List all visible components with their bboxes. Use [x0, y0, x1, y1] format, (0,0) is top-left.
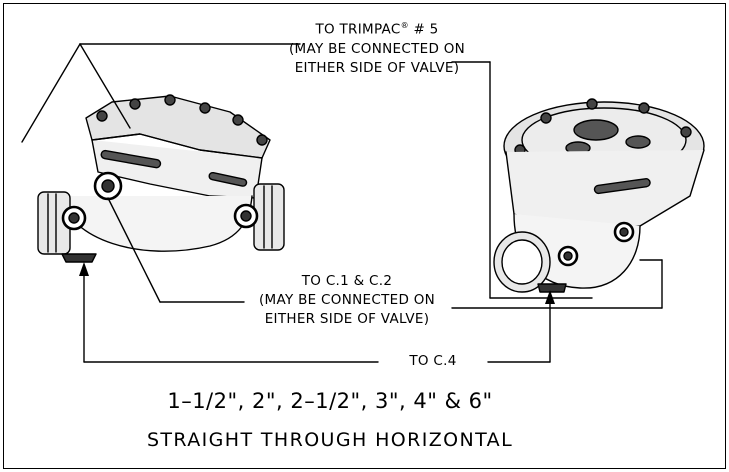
callout-trimpac: TO TRIMPAC® # 5 (MAY BE CONNECTED ON EIT…	[289, 16, 465, 78]
registered-mark: ®	[400, 21, 409, 30]
callout-c1-c2: TO C.1 & C.2 (MAY BE CONNECTED ON EITHER…	[259, 272, 435, 329]
callout-c1-c2-line1: TO C.1 & C.2	[301, 273, 393, 289]
leader-c4	[83, 267, 551, 363]
drawing-title: STRAIGHT THROUGH HORIZONTAL	[146, 429, 514, 451]
callout-c1-c2-line3: EITHER SIDE OF VALVE)	[264, 311, 430, 327]
callout-c1-c2-line2: (MAY BE CONNECTED ON	[258, 292, 436, 308]
right-valve-body	[493, 98, 705, 293]
drawing-frame	[3, 3, 726, 469]
leader-c1-c2	[107, 197, 663, 309]
callout-c4: TO C.4	[409, 352, 456, 371]
arrow-c4-right	[545, 290, 555, 304]
callout-trimpac-line1: TO TRIMPAC	[315, 21, 401, 38]
callout-trimpac-line3: EITHER SIDE OF VALVE)	[294, 59, 460, 76]
callout-trimpac-line2: (MAY BE CONNECTED ON	[288, 40, 466, 57]
arrow-c4-left	[79, 262, 89, 276]
callout-c4-line1: TO C.4	[409, 353, 457, 369]
callout-trimpac-number: # 5	[408, 21, 439, 38]
leader-trimpac	[21, 43, 593, 299]
left-valve-body	[37, 94, 285, 263]
pipe-sizes: 1–1/2", 2", 2–1/2", 3", 4" & 6"	[167, 389, 493, 413]
